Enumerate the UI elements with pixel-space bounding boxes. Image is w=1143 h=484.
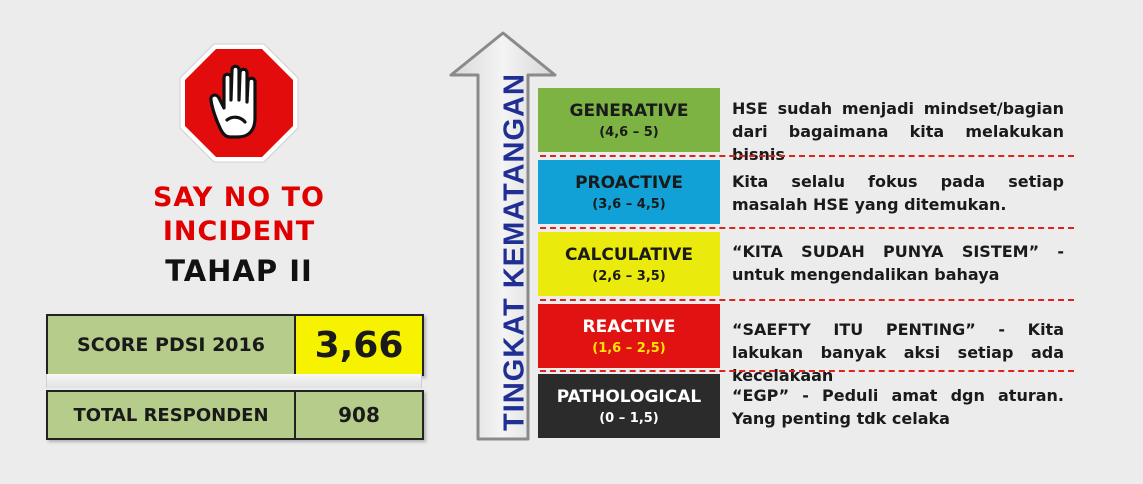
level-desc-calculative: “KITA SUDAH PUNYA SISTEM” - untuk mengen… [732, 242, 1064, 284]
level-desc-reactive: “SAEFTY ITU PENTING” - Kita lakukan bany… [732, 320, 1064, 385]
score-spacer [46, 374, 422, 388]
level-range: (4,6 – 5) [599, 124, 659, 140]
divider [540, 227, 1074, 229]
score-pdsi-label: SCORE PDSI 2016 [48, 316, 296, 374]
level-range: (1,6 – 2,5) [592, 340, 666, 356]
level-name: PROACTIVE [575, 172, 683, 193]
total-responden-row: TOTAL RESPONDEN 908 [46, 390, 424, 440]
level-box-generative: GENERATIVE (4,6 – 5) [538, 88, 720, 152]
level-name: CALCULATIVE [564, 244, 694, 265]
maturity-arrow-icon [448, 30, 558, 442]
level-desc-pathological: “EGP” - Peduli amat dgn aturan. Yang pen… [732, 386, 1064, 428]
level-name: PATHOLOGICAL [556, 386, 702, 407]
level-name: REACTIVE [582, 316, 676, 337]
total-responden-value: 908 [296, 392, 422, 438]
level-box-calculative: CALCULATIVE (2,6 – 3,5) [538, 232, 720, 296]
axis-label: TINGKAT KEMATANGAN [498, 73, 531, 431]
level-range: (0 – 1,5) [599, 410, 659, 426]
slogan-line-1: SAY NO TO [152, 182, 326, 213]
stop-hand-icon [178, 42, 300, 164]
level-name: GENERATIVE [569, 100, 689, 121]
level-box-pathological: PATHOLOGICAL (0 – 1,5) [538, 374, 720, 438]
score-pdsi-value: 3,66 [296, 316, 422, 374]
level-range: (2,6 – 3,5) [592, 268, 666, 284]
divider [540, 299, 1074, 301]
slogan-line-2: INCIDENT [162, 216, 316, 247]
level-range: (3,6 – 4,5) [592, 196, 666, 212]
divider [540, 370, 1074, 372]
total-responden-label: TOTAL RESPONDEN [48, 392, 296, 438]
slogan-line-3: TAHAP II [165, 254, 313, 288]
level-desc-generative: HSE sudah menjadi mindset/bagian dari ba… [732, 99, 1064, 164]
level-box-proactive: PROACTIVE (3,6 – 4,5) [538, 160, 720, 224]
divider [540, 155, 1074, 157]
level-box-reactive: REACTIVE (1,6 – 2,5) [538, 304, 720, 368]
level-desc-proactive: Kita selalu fokus pada setiap masalah HS… [732, 172, 1064, 214]
score-pdsi-row: SCORE PDSI 2016 3,66 [46, 314, 424, 376]
